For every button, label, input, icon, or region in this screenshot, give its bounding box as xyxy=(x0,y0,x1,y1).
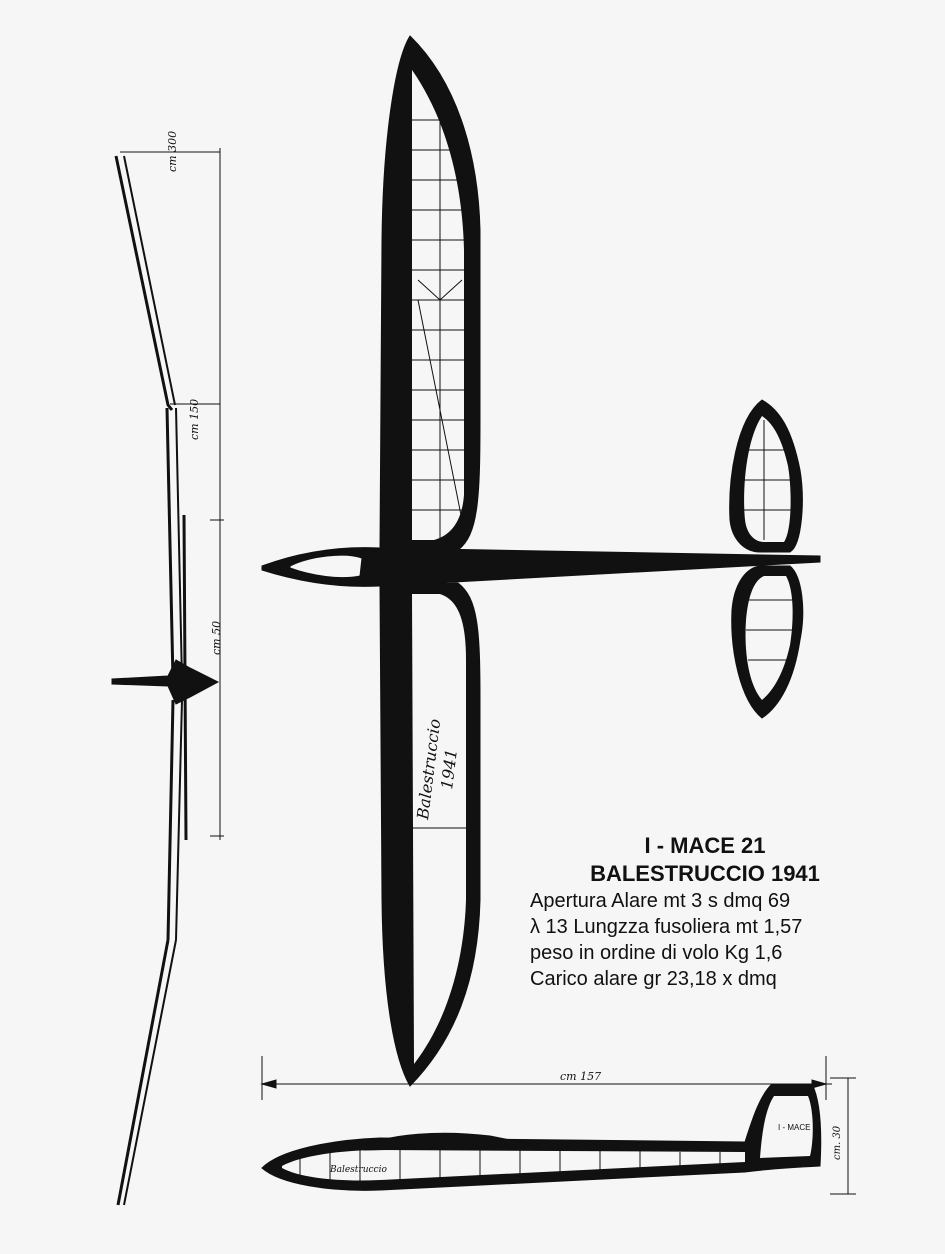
dim-length-label: cm 157 xyxy=(560,1070,601,1083)
fin-marking: I - MACE xyxy=(778,1123,810,1132)
spec-title: I - MACE 21 xyxy=(644,833,766,858)
fuselage-inscription: Balestruccio xyxy=(329,1165,387,1175)
spec-block: I - MACE 21 BALESTRUCCIO 1941 Apertura A… xyxy=(530,832,870,992)
front-view xyxy=(111,148,224,1206)
fuselage-plan xyxy=(261,547,821,587)
wing-ribs xyxy=(412,90,792,829)
wing-inscription-year: 1941 xyxy=(437,748,461,791)
dim-fin-label: cm. 30 xyxy=(832,1125,843,1160)
side-view xyxy=(260,1056,856,1195)
spec-line-fuselage: λ 13 Lungzza fusoliera mt 1,57 xyxy=(530,916,803,938)
spec-line-weight: peso in ordine di volo Kg 1,6 xyxy=(530,942,783,964)
plan-view xyxy=(261,35,821,1087)
dim-label-50: cm 50 xyxy=(210,621,223,655)
dim-label-150: cm 150 xyxy=(188,399,201,440)
spec-line-wingload: Carico alare gr 23,18 x dmq xyxy=(530,968,777,990)
dim-label-300: cm 300 xyxy=(166,131,179,172)
spec-subtitle: BALESTRUCCIO 1941 xyxy=(590,861,820,886)
spec-line-span: Apertura Alare mt 3 s dmq 69 xyxy=(530,890,791,912)
